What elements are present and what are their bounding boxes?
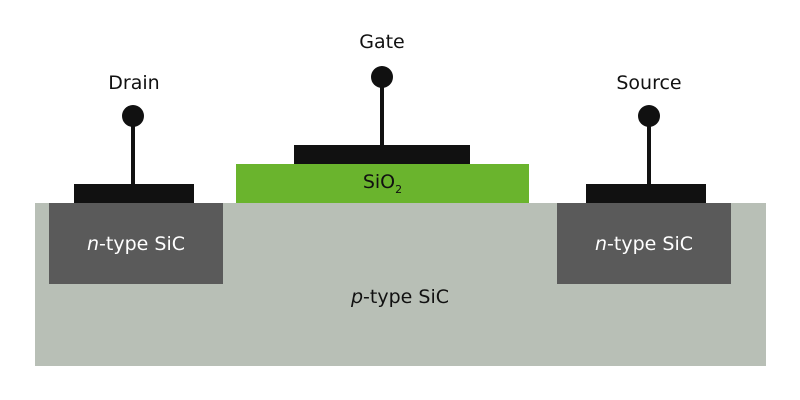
source-contact bbox=[586, 184, 706, 203]
gate-label: Gate bbox=[359, 31, 405, 53]
source-pin-line bbox=[647, 116, 651, 185]
n-type-region-drain: n-type SiC bbox=[49, 203, 223, 284]
n-type-region-source: n-type SiC bbox=[557, 203, 731, 284]
gate-contact bbox=[294, 145, 470, 164]
n-type-suffix-left: -type SiC bbox=[99, 232, 185, 255]
gate-pin-line bbox=[380, 78, 384, 146]
source-label: Source bbox=[616, 72, 682, 94]
oxide-base: SiO bbox=[362, 171, 396, 194]
oxide-subscript: 2 bbox=[395, 182, 403, 196]
n-type-letter-left: n bbox=[87, 232, 100, 255]
p-type-label: p-type SiC bbox=[300, 286, 500, 308]
drain-pin-head bbox=[122, 105, 144, 127]
p-type-suffix: -type SiC bbox=[363, 286, 449, 308]
source-pin-head bbox=[638, 105, 660, 127]
drain-contact bbox=[74, 184, 194, 203]
gate-oxide-layer: SiO2 bbox=[236, 164, 529, 203]
n-type-suffix-right: -type SiC bbox=[607, 232, 693, 255]
oxide-label: SiO2 bbox=[363, 171, 402, 196]
n-type-letter-right: n bbox=[595, 232, 608, 255]
p-type-letter: p bbox=[350, 286, 364, 308]
gate-pin-head bbox=[371, 66, 393, 88]
drain-pin-line bbox=[131, 116, 135, 185]
drain-label: Drain bbox=[108, 72, 160, 94]
